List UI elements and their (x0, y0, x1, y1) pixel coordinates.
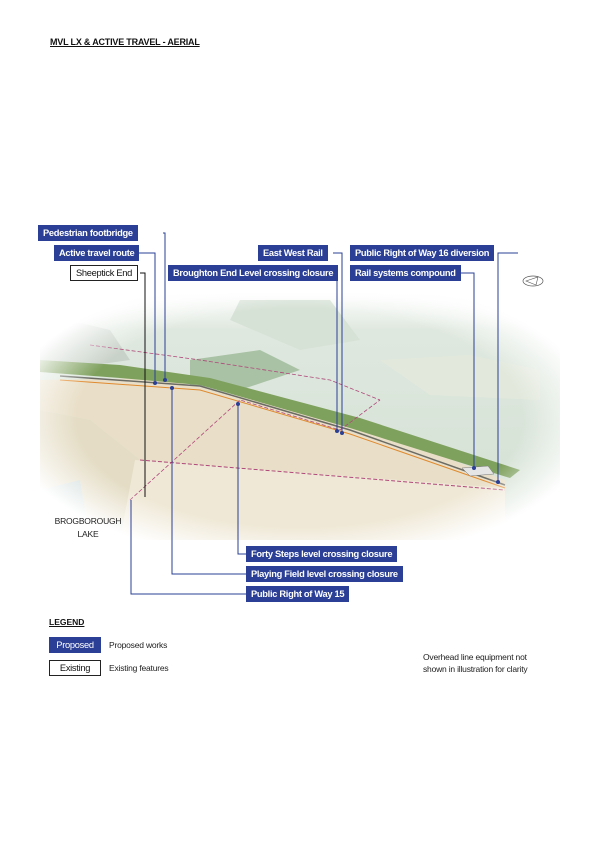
callout-pedestrian-footbridge: Pedestrian footbridge (38, 225, 138, 241)
clarity-note: Overhead line equipment not shown in ill… (423, 651, 528, 675)
place-label-line1: BROGBOROUGH (54, 516, 122, 526)
legend-proposed-desc: Proposed works (109, 640, 168, 650)
page-title: MVL LX & ACTIVE TRAVEL - AERIAL (50, 37, 200, 47)
callout-broughton-end-closure: Broughton End Level crossing closure (168, 265, 339, 281)
sheeptick-leader-line (140, 272, 146, 497)
legend-existing-desc: Existing features (109, 663, 169, 673)
callout-sheeptick-end: Sheeptick End (70, 265, 139, 281)
legend-existing-key: Existing (49, 660, 101, 676)
callout-prow16-diversion: Public Right of Way 16 diversion (350, 245, 495, 261)
place-label-brogborough-lake: BROGBOROUGH LAKE (53, 515, 123, 541)
callout-prow15: Public Right of Way 15 (246, 586, 350, 602)
callout-playing-field-closure: Playing Field level crossing closure (246, 566, 403, 582)
callout-east-west-rail: East West Rail (258, 245, 328, 261)
callout-active-travel-route: Active travel route (54, 245, 140, 261)
leader-dots (153, 378, 500, 484)
legend-proposed-key: Proposed (49, 637, 101, 653)
landscape (30, 285, 570, 550)
clarity-note-line1: Overhead line equipment not (423, 652, 527, 662)
callout-forty-steps-closure: Forty Steps level crossing closure (246, 546, 398, 562)
legend-heading: LEGEND (49, 617, 85, 627)
callout-rail-systems-compound: Rail systems compound (350, 265, 461, 281)
compass-icon (522, 275, 544, 287)
clarity-note-line2: shown in illustration for clarity (423, 664, 528, 674)
place-label-line2: LAKE (77, 529, 99, 539)
